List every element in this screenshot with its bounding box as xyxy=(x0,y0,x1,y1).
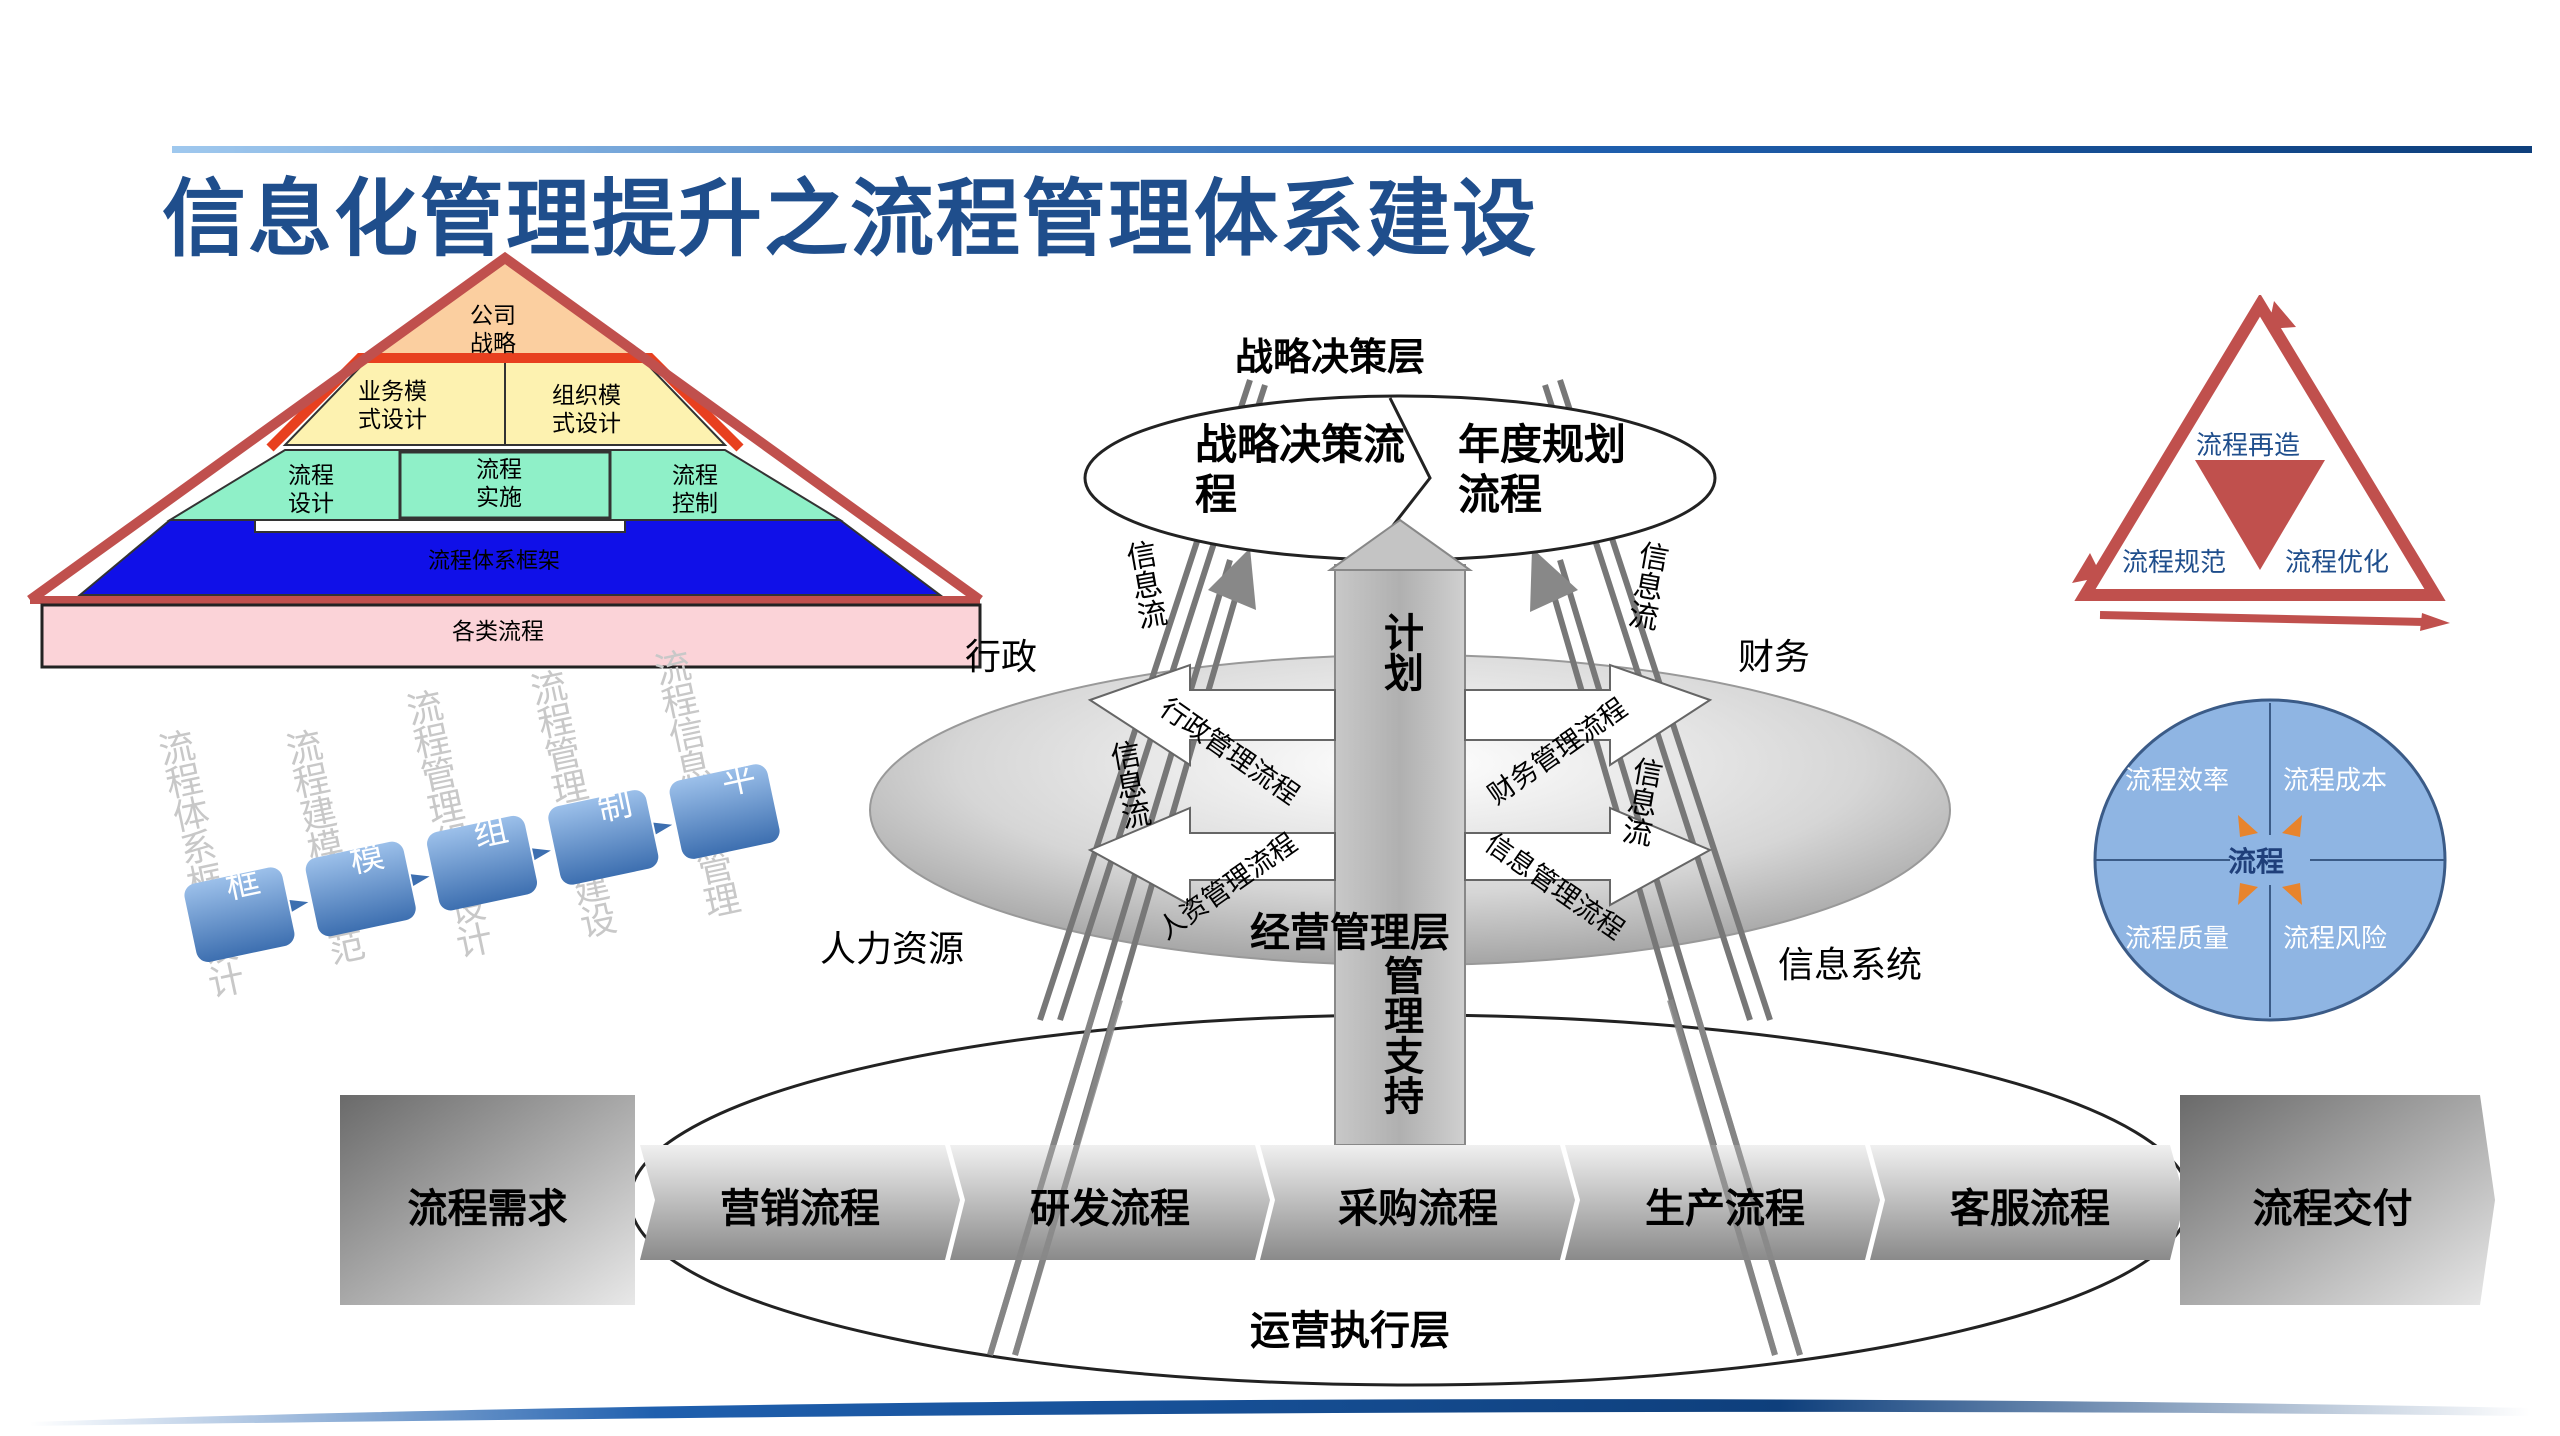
step-box-5 xyxy=(669,764,780,859)
chain-label-marketing: 营销流程 xyxy=(720,1186,880,1232)
ops-mgmt-layer-label: 经营管理层 xyxy=(1250,910,1450,956)
admin-label: 行政 xyxy=(965,637,1038,678)
pyramid-base xyxy=(40,603,982,669)
admin-arrow xyxy=(1087,663,1336,767)
chain-step-5 xyxy=(1870,1145,2185,1260)
strategy-layer-label: 战略决策层 xyxy=(1235,335,1426,379)
cycle-arrow-top xyxy=(2268,301,2296,329)
info-arrow-head-left xyxy=(1208,548,1256,610)
pyramid-row3-left-label: 流程 设计 xyxy=(288,463,334,517)
pyramid-base-label: 各类流程 xyxy=(452,619,544,645)
cycle-top-label: 流程再造 xyxy=(2196,431,2301,461)
chain-label-production: 生产流程 xyxy=(1645,1186,1805,1232)
circle-arrow-tl xyxy=(2238,815,2258,837)
step-arrow-2 xyxy=(410,874,430,886)
step-box-4 xyxy=(548,790,659,885)
step-box-1 xyxy=(184,867,295,963)
chain-step-3 xyxy=(1260,1145,1575,1260)
chain-label-demand: 流程需求 xyxy=(407,1186,568,1232)
mgmt-support-label: 管理支持 xyxy=(1377,955,1423,1115)
info-arrow-head-right xyxy=(1530,548,1578,612)
quality-circle xyxy=(2093,698,2447,1022)
cycle-arrow-right xyxy=(2420,613,2450,631)
cycle-right-label: 流程优化 xyxy=(2285,548,2390,578)
info-mgmt-arrow xyxy=(1464,806,1713,907)
step-box-2 xyxy=(305,841,416,937)
step-arrow-4 xyxy=(653,822,673,835)
pyramid-row2-left-label: 业务模 式设计 xyxy=(358,379,427,433)
annual-plan-label: 年度规划流程 xyxy=(1458,420,1627,519)
cycle-left-label: 流程规范 xyxy=(2122,548,2227,578)
pyramid-row2-right-label: 组织模 式设计 xyxy=(552,383,621,437)
chain-label-delivery: 流程交付 xyxy=(2252,1186,2413,1232)
circle-bl-label: 流程质量 xyxy=(2125,924,2230,954)
chain-label-rd: 研发流程 xyxy=(1030,1186,1190,1232)
bottom-swoosh xyxy=(30,1399,2530,1426)
circle-center-label: 流程 xyxy=(2228,845,2285,878)
circle-tl-label: 流程效率 xyxy=(2125,766,2230,796)
pyramid-framework xyxy=(77,519,943,596)
circle-tr-label: 流程成本 xyxy=(2283,766,2388,796)
pyramid-framework-label: 流程体系框架 xyxy=(428,549,561,574)
circle-arrow-br xyxy=(2282,883,2302,905)
chain-label-service: 客服流程 xyxy=(1950,1186,2110,1232)
hr-label: 人力资源 xyxy=(820,929,965,970)
pyramid-row3-mid-label: 流程 实施 xyxy=(476,457,522,511)
pyramid-row3-right-label: 流程 控制 xyxy=(672,463,718,517)
chain-start xyxy=(340,1095,635,1305)
pyramid-apex-label: 公司 战略 xyxy=(470,303,516,357)
chain-label-purchase: 采购流程 xyxy=(1338,1186,1498,1232)
step-box-3 xyxy=(427,815,538,911)
chain-end xyxy=(2180,1095,2495,1305)
pyramid-outline xyxy=(27,251,983,605)
it-system-label: 信息系统 xyxy=(1778,945,1923,986)
circle-arrow-tr xyxy=(2282,815,2302,837)
step-arrow-1 xyxy=(289,899,309,912)
pyramid-diagram xyxy=(27,251,983,669)
title-rule xyxy=(172,146,2532,153)
hr-arrow xyxy=(1087,806,1336,907)
cycle-arrow-left xyxy=(2072,553,2102,583)
circle-br-label: 流程风险 xyxy=(2283,924,2388,954)
steps-group: 流 程 体 系 框 架 设 计 流 程 建 模 与 规 范 流 程 管 理 组 … xyxy=(155,645,830,1050)
cycle-inner-triangle xyxy=(2195,460,2325,570)
chain-step-1 xyxy=(640,1145,960,1260)
plan-label: 计划 xyxy=(1377,612,1423,692)
chain-step-4 xyxy=(1565,1145,1880,1260)
exec-layer-label: 运营执行层 xyxy=(1250,1308,1450,1354)
page-title: 信息化管理提升之流程管理体系建设 xyxy=(162,170,1539,268)
cycle-outer xyxy=(2074,295,2446,601)
finance-label: 财务 xyxy=(1738,637,1811,678)
finance-arrow xyxy=(1464,663,1713,767)
cycle-triangle xyxy=(2072,295,2450,631)
circle-arrow-bl xyxy=(2238,883,2258,905)
pyramid-red-band xyxy=(266,353,744,452)
step-arrow-3 xyxy=(532,848,551,861)
strategy-flow-label: 战略决策流程 xyxy=(1195,420,1406,519)
